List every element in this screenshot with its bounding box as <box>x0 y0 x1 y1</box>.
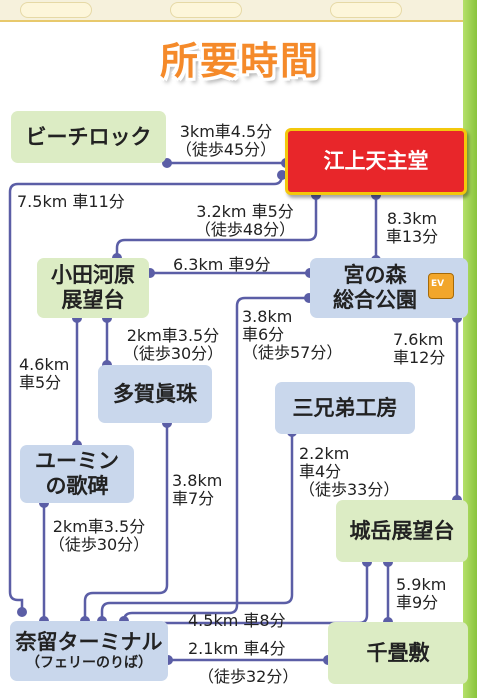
label-odakoba-yumin-line-1: 4.6km <box>19 355 70 374</box>
node-taga-label: 多賀眞珠 <box>113 381 197 406</box>
node-beach-rock: ビーチロック <box>11 111 166 163</box>
label-naru-sankyodai-line-1: 2.2km <box>299 444 350 463</box>
label-yumin-naru-line-2: （徒歩30分） <box>48 535 150 554</box>
node-miyanomori-label-1: 宮の森 <box>343 263 407 287</box>
node-naru-label-2: （フェリーのりば） <box>26 655 152 671</box>
node-sankyodai-label: 三兄弟工房 <box>292 395 398 420</box>
route-naru-egami <box>8 174 284 612</box>
label-beach-egami-line-2: （徒歩45分） <box>175 140 277 159</box>
node-naru-label-1: 奈留ターミナル <box>15 630 163 654</box>
route-naru-sankyodai <box>100 432 294 621</box>
ev-charger-icon: EV <box>428 273 454 299</box>
label-naru-miyanomori-distance: 3.8km 車6分 （徒歩57分） <box>242 308 342 362</box>
node-senjojiki-label: 千畳敷 <box>366 640 430 665</box>
label-odakoba-miyanomori-distance: 6.3km 車9分 <box>173 255 271 274</box>
label-jogaku-senjojiki-line-2: 車9分 <box>396 593 439 612</box>
node-odakoba-label-1: 小田河原 <box>51 263 135 287</box>
label-naru-taga-line-1: 3.8km <box>172 471 223 490</box>
decoration-shape <box>330 2 402 18</box>
node-jogaku-observatory: 城岳展望台 <box>336 500 468 562</box>
page-title: 所要時間 <box>159 39 320 83</box>
label-odakoba-yumin-distance: 4.6km 車5分 <box>19 356 69 392</box>
label-naru-egami-distance: 7.5km 車11分 <box>17 192 125 211</box>
label-miyanomori-jogaku-line-1: 7.6km <box>393 330 444 349</box>
node-beach-rock-label: ビーチロック <box>25 124 152 149</box>
node-yumin-label-2: の歌碑 <box>45 474 109 498</box>
route-odakoba-egami <box>115 195 318 258</box>
label-odakoba-yumin-line-2: 車5分 <box>19 373 62 392</box>
node-miyanomori-label-2: 総合公園 <box>333 288 417 312</box>
label-naru-senjojiki-distance-bottom: （徒歩32分） <box>198 667 299 686</box>
route-naru-miyanomori <box>122 296 309 622</box>
label-naru-taga-distance: 3.8km 車7分 <box>172 472 222 508</box>
top-decoration <box>0 0 477 22</box>
label-odakoba-egami-line-2: （徒歩48分） <box>194 220 296 239</box>
label-egami-miyanomori-line-1: 8.3km <box>386 209 438 228</box>
label-yumin-naru-line-1: 2km車3.5分 <box>52 517 146 536</box>
label-naru-miyanomori-line-1: 3.8km <box>242 307 293 326</box>
node-naru-terminal: 奈留ターミナル （フェリーのりば） <box>10 621 168 681</box>
ev-badge-text: EV <box>431 279 445 289</box>
label-naru-jogaku-distance: 4.5km 車8分 <box>188 611 286 630</box>
label-odakoba-egami-line-1: 3.2km 車5分 <box>196 202 294 221</box>
label-odakoba-taga-distance: 2km車3.5分 （徒歩30分） <box>114 327 232 363</box>
node-odakoba-label-2: 展望台 <box>61 288 125 312</box>
label-naru-miyanomori-line-3: （徒歩57分） <box>242 343 343 362</box>
label-odakoba-taga-line-1: 2km車3.5分 <box>126 326 220 345</box>
node-senjojiki: 千畳敷 <box>328 622 468 684</box>
label-egami-miyanomori-distance: 8.3km 車13分 <box>380 210 444 246</box>
node-yumin-monument: ユーミン の歌碑 <box>20 445 134 503</box>
node-taga-pearl: 多賀眞珠 <box>98 365 212 423</box>
label-jogaku-senjojiki-distance: 5.9km 車9分 <box>396 576 446 612</box>
node-jogaku-label: 城岳展望台 <box>349 518 455 543</box>
label-yumin-naru-distance: 2km車3.5分 （徒歩30分） <box>40 518 158 554</box>
label-naru-senjojiki-distance-top: 2.1km 車4分 <box>188 639 286 658</box>
label-naru-sankyodai-line-3: （徒歩33分） <box>299 480 400 499</box>
label-naru-miyanomori-line-2: 車6分 <box>242 325 285 344</box>
label-jogaku-senjojiki-line-1: 5.9km <box>396 575 447 594</box>
label-beach-egami-line-1: 3km車4.5分 <box>179 122 273 141</box>
node-egami-church: 江上天主堂 <box>285 128 467 195</box>
node-sankyodai-workshop: 三兄弟工房 <box>275 382 415 434</box>
node-egami-church-label: 江上天主堂 <box>323 149 429 173</box>
label-odakoba-taga-line-2: （徒歩30分） <box>122 344 224 363</box>
label-miyanomori-jogaku-distance: 7.6km 車12分 <box>393 331 445 367</box>
decoration-shape <box>170 2 242 18</box>
node-yumin-label-1: ユーミン <box>35 449 119 473</box>
label-odakoba-egami-distance: 3.2km 車5分 （徒歩48分） <box>180 203 310 239</box>
label-naru-sankyodai-distance: 2.2km 車4分 （徒歩33分） <box>299 445 399 499</box>
node-odakoba-observatory: 小田河原 展望台 <box>37 258 149 318</box>
label-beach-egami-distance: 3km車4.5分 （徒歩45分） <box>170 123 282 159</box>
label-miyanomori-jogaku-line-2: 車12分 <box>393 348 446 367</box>
label-naru-taga-line-2: 車7分 <box>172 489 215 508</box>
decoration-shape <box>20 2 92 18</box>
route-naru-taga <box>83 423 169 621</box>
label-egami-miyanomori-line-2: 車13分 <box>385 227 439 246</box>
label-naru-sankyodai-line-2: 車4分 <box>299 462 342 481</box>
